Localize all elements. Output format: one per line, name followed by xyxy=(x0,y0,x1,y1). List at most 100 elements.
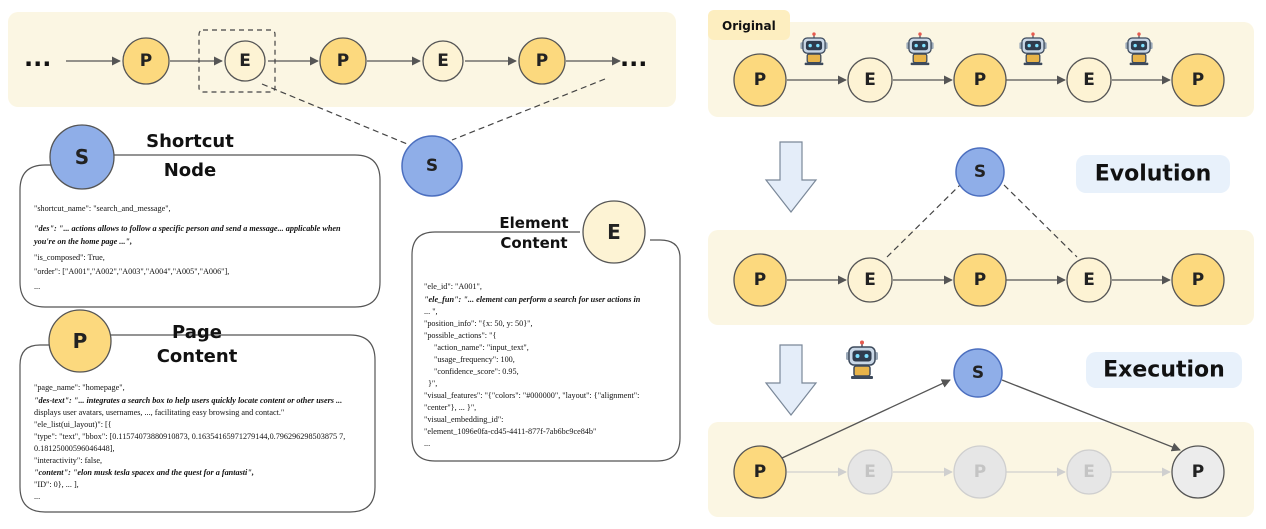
faded-element-node xyxy=(1066,449,1112,495)
page-card-title-2: Content xyxy=(157,346,238,367)
page-card-line: "interactivity": false, xyxy=(34,456,102,465)
selected-element-box xyxy=(198,29,276,93)
page-node xyxy=(733,53,787,107)
page-node xyxy=(953,253,1007,307)
shortcut-card-line: "is_composed": True, xyxy=(34,253,105,262)
faded-page-node-label: P xyxy=(974,462,986,482)
element-card-line: ... ", xyxy=(424,307,438,316)
shortcut-card xyxy=(19,154,381,308)
page-card-line: displays user avatars, usernames, ..., f… xyxy=(34,408,284,417)
execution-banner xyxy=(1086,352,1242,388)
page-node xyxy=(122,37,170,85)
element-card-line: "ele_id": "A001", xyxy=(424,282,482,291)
element-card-title-1: Element xyxy=(499,214,568,232)
chain-ellipsis-right: ... xyxy=(620,44,647,72)
element-card-title-2: Content xyxy=(500,234,567,252)
element-card-line: ... xyxy=(424,439,430,448)
element-node-label: E xyxy=(864,270,876,290)
page-node xyxy=(1171,253,1225,307)
element-card-line: "ele_fun": "... element can perform a se… xyxy=(424,295,641,304)
page-node-label: P xyxy=(754,70,766,90)
chain-ellipsis-left: ... xyxy=(24,44,51,72)
shortcut-node xyxy=(953,348,1003,398)
original-tag xyxy=(708,10,790,40)
page-node-label: P xyxy=(1192,270,1204,290)
element-card xyxy=(411,231,681,462)
element-card-line: "usage_frequency": 100, xyxy=(434,355,515,364)
shortcut-card-title-2: Node xyxy=(164,160,217,181)
shortcut-dashed-link xyxy=(451,78,606,141)
target-page-node xyxy=(1171,445,1225,499)
shortcut-jump-edge xyxy=(1001,379,1181,452)
original-tag-label: Original xyxy=(722,19,776,33)
faded-page-node xyxy=(953,445,1007,499)
evolution-banner xyxy=(1076,155,1230,193)
element-node xyxy=(847,57,893,103)
element-card-node-label: E xyxy=(607,220,621,244)
page-card-line: "ID": 0}, ... ], xyxy=(34,480,79,489)
shortcut-node-label: S xyxy=(426,156,438,176)
page-card-line: "type": "text", "bbox": [0.1157407388091… xyxy=(34,432,345,441)
element-card-node xyxy=(582,200,646,264)
page-node xyxy=(733,445,787,499)
page-node-label: P xyxy=(140,51,152,71)
page-node-label: P xyxy=(536,51,548,71)
page-card xyxy=(19,334,376,513)
page-node xyxy=(319,37,367,85)
shortcut-card-line: "des": "... actions allows to follow a s… xyxy=(34,224,341,233)
shortcut-node-label: S xyxy=(972,363,984,383)
page-card-line: "ele_list(ui_layout)": [{ xyxy=(34,420,112,429)
page-node-label: P xyxy=(754,462,766,482)
evolution-label: Evolution xyxy=(1095,162,1212,187)
shortcut-dashed-link xyxy=(886,184,961,258)
faded-element-node-label: E xyxy=(1083,462,1095,482)
element-node-label: E xyxy=(864,70,876,90)
down-arrow-icon xyxy=(764,344,818,416)
shortcut-node xyxy=(401,135,463,197)
element-card-line: "possible_actions": "{ xyxy=(424,331,496,340)
shortcut-card-line: "shortcut_name": "search_and_message", xyxy=(34,204,171,213)
element-card-line: "action_name": "input_text", xyxy=(434,343,529,352)
down-arrow-icon xyxy=(764,141,818,213)
shortcut-node xyxy=(955,147,1005,197)
element-node xyxy=(1066,257,1112,303)
shortcut-dashed-link xyxy=(1003,184,1078,258)
page-card-line: ... xyxy=(34,492,40,501)
page-card-node-label: P xyxy=(73,329,88,353)
element-node-label: E xyxy=(1083,70,1095,90)
shortcut-card-node-label: S xyxy=(75,145,89,169)
page-card-line: 0.18125000596046448], xyxy=(34,444,115,453)
page-node xyxy=(518,37,566,85)
page-node-label: P xyxy=(1192,70,1204,90)
shortcut-jump-edge xyxy=(781,379,951,459)
target-page-node-label: P xyxy=(1192,462,1204,482)
page-node-label: P xyxy=(337,51,349,71)
element-card-line: "confidence_score": 0.95, xyxy=(434,367,519,376)
element-node-label: E xyxy=(437,51,449,71)
element-card-line: "position_info": "{x: 50, y: 50}", xyxy=(424,319,533,328)
shortcut-card-line: "order": ["A001","A002","A003","A004","A… xyxy=(34,267,229,276)
element-card-line: "element_1096e0fa-cd45-4411-877f-7ab6bc9… xyxy=(424,427,596,436)
page-node xyxy=(953,53,1007,107)
element-card-line: }", xyxy=(428,379,437,388)
element-card-line: "visual_embedding_id": xyxy=(424,415,503,424)
page-node-label: P xyxy=(974,70,986,90)
faded-element-node xyxy=(847,449,893,495)
element-node xyxy=(224,40,266,82)
element-card-line: "center"}, ... }", xyxy=(424,403,476,412)
faded-element-node-label: E xyxy=(864,462,876,482)
shortcut-node-label: S xyxy=(974,162,986,182)
shortcut-card-node xyxy=(49,124,115,190)
page-node xyxy=(1171,53,1225,107)
page-node xyxy=(733,253,787,307)
page-card-line: "page_name": "homepage", xyxy=(34,383,125,392)
page-card-node xyxy=(48,309,112,373)
page-node-label: P xyxy=(754,270,766,290)
element-node xyxy=(1066,57,1112,103)
page-card-line: "des-text": "... integrates a search box… xyxy=(34,396,342,405)
element-node-label: E xyxy=(239,51,251,71)
shortcut-card-line: you're on the home page ...", xyxy=(33,237,132,246)
element-node-label: E xyxy=(1083,270,1095,290)
shortcut-card-title-1: Shortcut xyxy=(146,131,234,152)
